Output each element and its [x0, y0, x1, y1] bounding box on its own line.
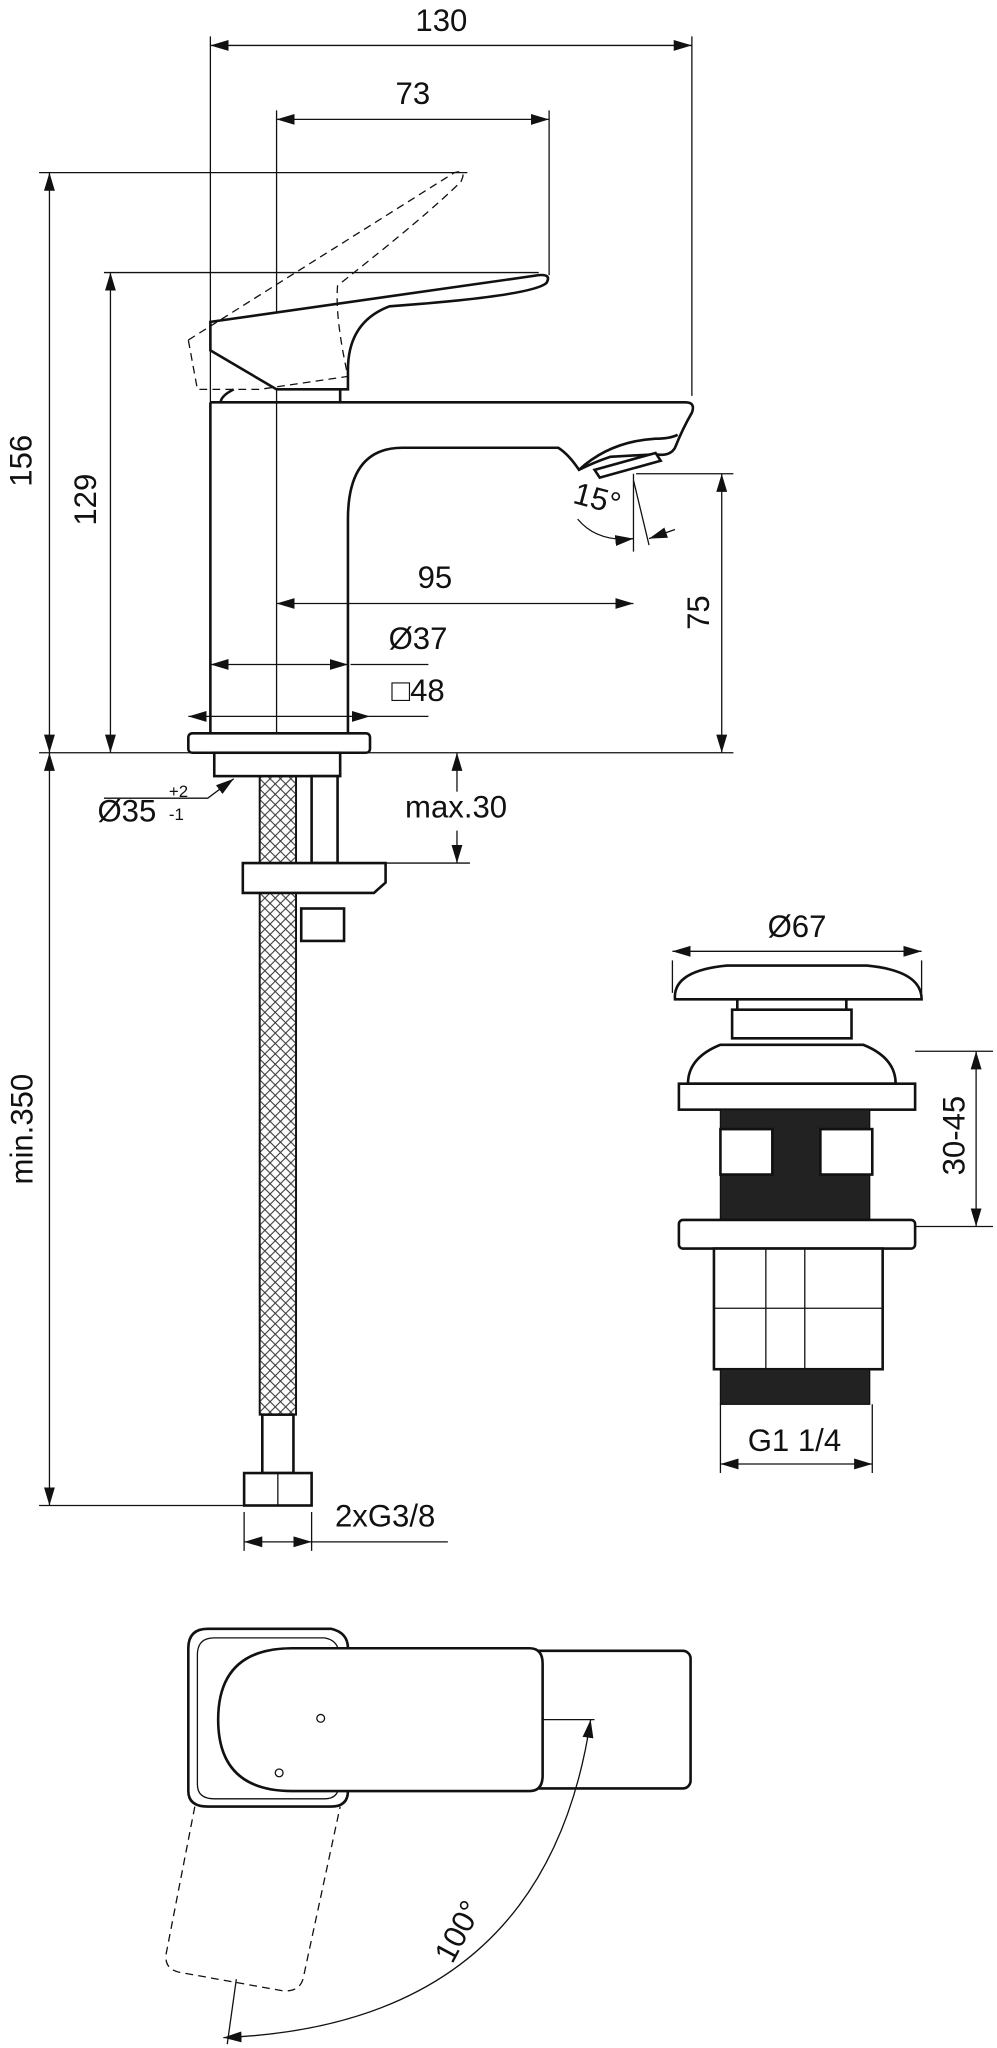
dim-d37: Ø37 — [389, 621, 448, 656]
popup-waste: Ø67 30-45 G1 1/4 — [671, 909, 993, 1474]
fixing-bracket — [241, 861, 387, 895]
handle — [209, 273, 550, 391]
dim-130: 130 — [415, 3, 467, 38]
dim-d35-tol-minus: -1 — [169, 805, 184, 824]
dim-max30: max.30 — [405, 790, 507, 825]
mounting-nut — [212, 751, 342, 778]
handle-raised-outline — [187, 171, 464, 391]
dim-d35: Ø35 — [97, 794, 156, 829]
dim-73: 73 — [396, 76, 431, 111]
fixing-nut — [299, 907, 346, 943]
dim-sq48: □48 — [391, 673, 444, 708]
dim-30-45: 30-45 — [936, 1096, 971, 1176]
dim-95: 95 — [418, 560, 453, 595]
faucet-side-view: 130 73 156 129 15° 95 75 Ø37 □48 Ø35 +2 … — [3, 3, 734, 1551]
dim-75: 75 — [681, 595, 716, 630]
dim-g114: G1 1/4 — [748, 1423, 841, 1458]
threaded-rod — [310, 774, 339, 865]
dim-d67: Ø67 — [768, 909, 827, 944]
dim-100-deg: 100° — [428, 1895, 489, 1968]
dim-156: 156 — [3, 435, 38, 487]
faucet-top-view: 100° — [165, 1627, 692, 2045]
lever-rotated-outline — [165, 1806, 341, 1992]
lever-top — [216, 1646, 544, 1793]
hose-fitting — [260, 1413, 295, 1475]
dim-d35-tol-plus: +2 — [169, 782, 188, 801]
base-plate — [187, 731, 372, 755]
waste-cap — [673, 964, 923, 1001]
aerator — [592, 451, 663, 480]
dim-2xg38: 2xG3/8 — [335, 1498, 435, 1533]
dim-min350: min.350 — [5, 1074, 40, 1185]
dim-129: 129 — [68, 474, 103, 526]
dim-15-deg: 15° — [570, 476, 625, 522]
